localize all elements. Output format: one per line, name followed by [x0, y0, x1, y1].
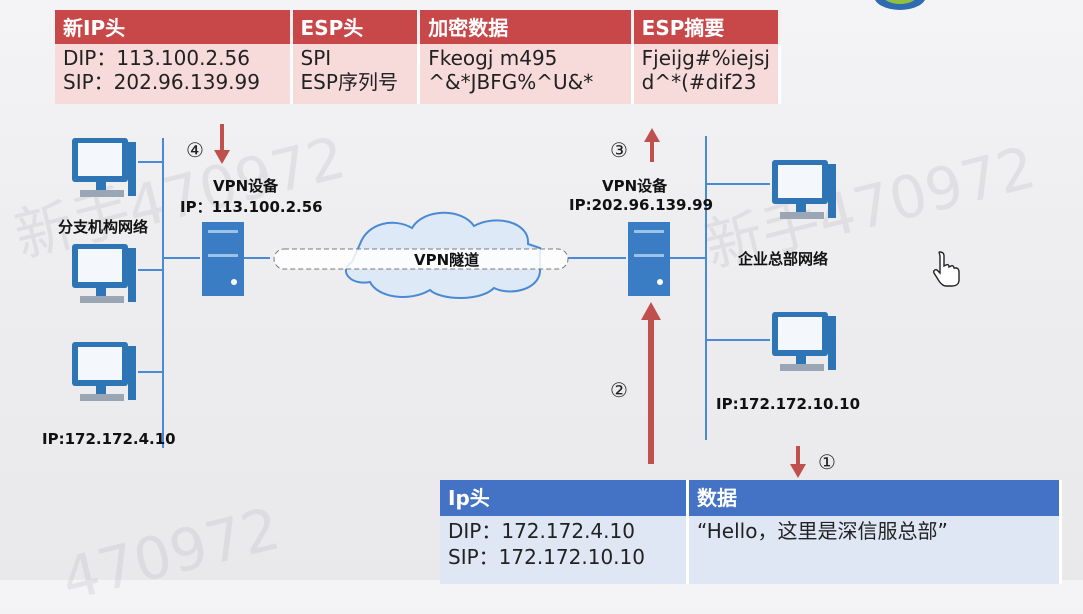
branch-network-label: 分支机构网络: [58, 218, 149, 236]
right-vpn-device-ip: IP:202.96.139.99: [569, 196, 714, 214]
right-vpn-device-label: VPN设备: [602, 177, 668, 195]
pc-icon: [72, 244, 136, 303]
arrow-icon: [641, 302, 661, 464]
left-vpn-device-ip: IP：113.100.2.56: [180, 198, 323, 216]
left-host-ip: IP:172.172.4.10: [42, 430, 176, 448]
ip-table-header-row: Ip头 数据: [440, 480, 1062, 516]
step-3-marker: ③: [610, 138, 628, 162]
step-4-marker: ④: [186, 138, 204, 162]
step-2-marker: ②: [610, 378, 628, 402]
header-ip: Ip头: [440, 480, 689, 516]
pc-icon: [72, 138, 136, 197]
esp-table-header-row: 新IP头 ESP头 加密数据 ESP摘要: [55, 10, 782, 44]
pc-icon: [72, 342, 136, 401]
header-new-ip: 新IP头: [55, 10, 293, 44]
arrow-icon: [214, 124, 230, 164]
header-encrypted-data: 加密数据: [418, 10, 634, 44]
right-host-ip: IP:172.172.10.10: [716, 395, 861, 413]
header-esp-digest: ESP摘要: [632, 10, 782, 44]
header-esp: ESP头: [291, 10, 421, 44]
hq-network-label: 企业总部网络: [738, 250, 829, 268]
step-1-marker: ①: [818, 450, 836, 474]
pc-icon: [772, 160, 836, 219]
data-cell: “Hello，这里是深信服总部”: [687, 516, 1062, 584]
header-data: 数据: [687, 480, 1062, 516]
company-logo: [875, 0, 925, 10]
vpn-device-icon: [202, 222, 244, 296]
pc-icon: [772, 312, 836, 371]
left-vpn-device-label: VPN设备: [213, 177, 279, 195]
hand-cursor-icon: [933, 251, 960, 287]
network-diagram: [72, 124, 960, 478]
encrypted-cell: Fkeogj m495^&*JBFG%^U&*: [418, 44, 634, 104]
vpn-device-icon: [628, 222, 670, 296]
arrow-icon: [644, 128, 660, 162]
vpn-tunnel-label: VPN隧道: [414, 251, 480, 269]
arrow-icon: [790, 446, 806, 478]
